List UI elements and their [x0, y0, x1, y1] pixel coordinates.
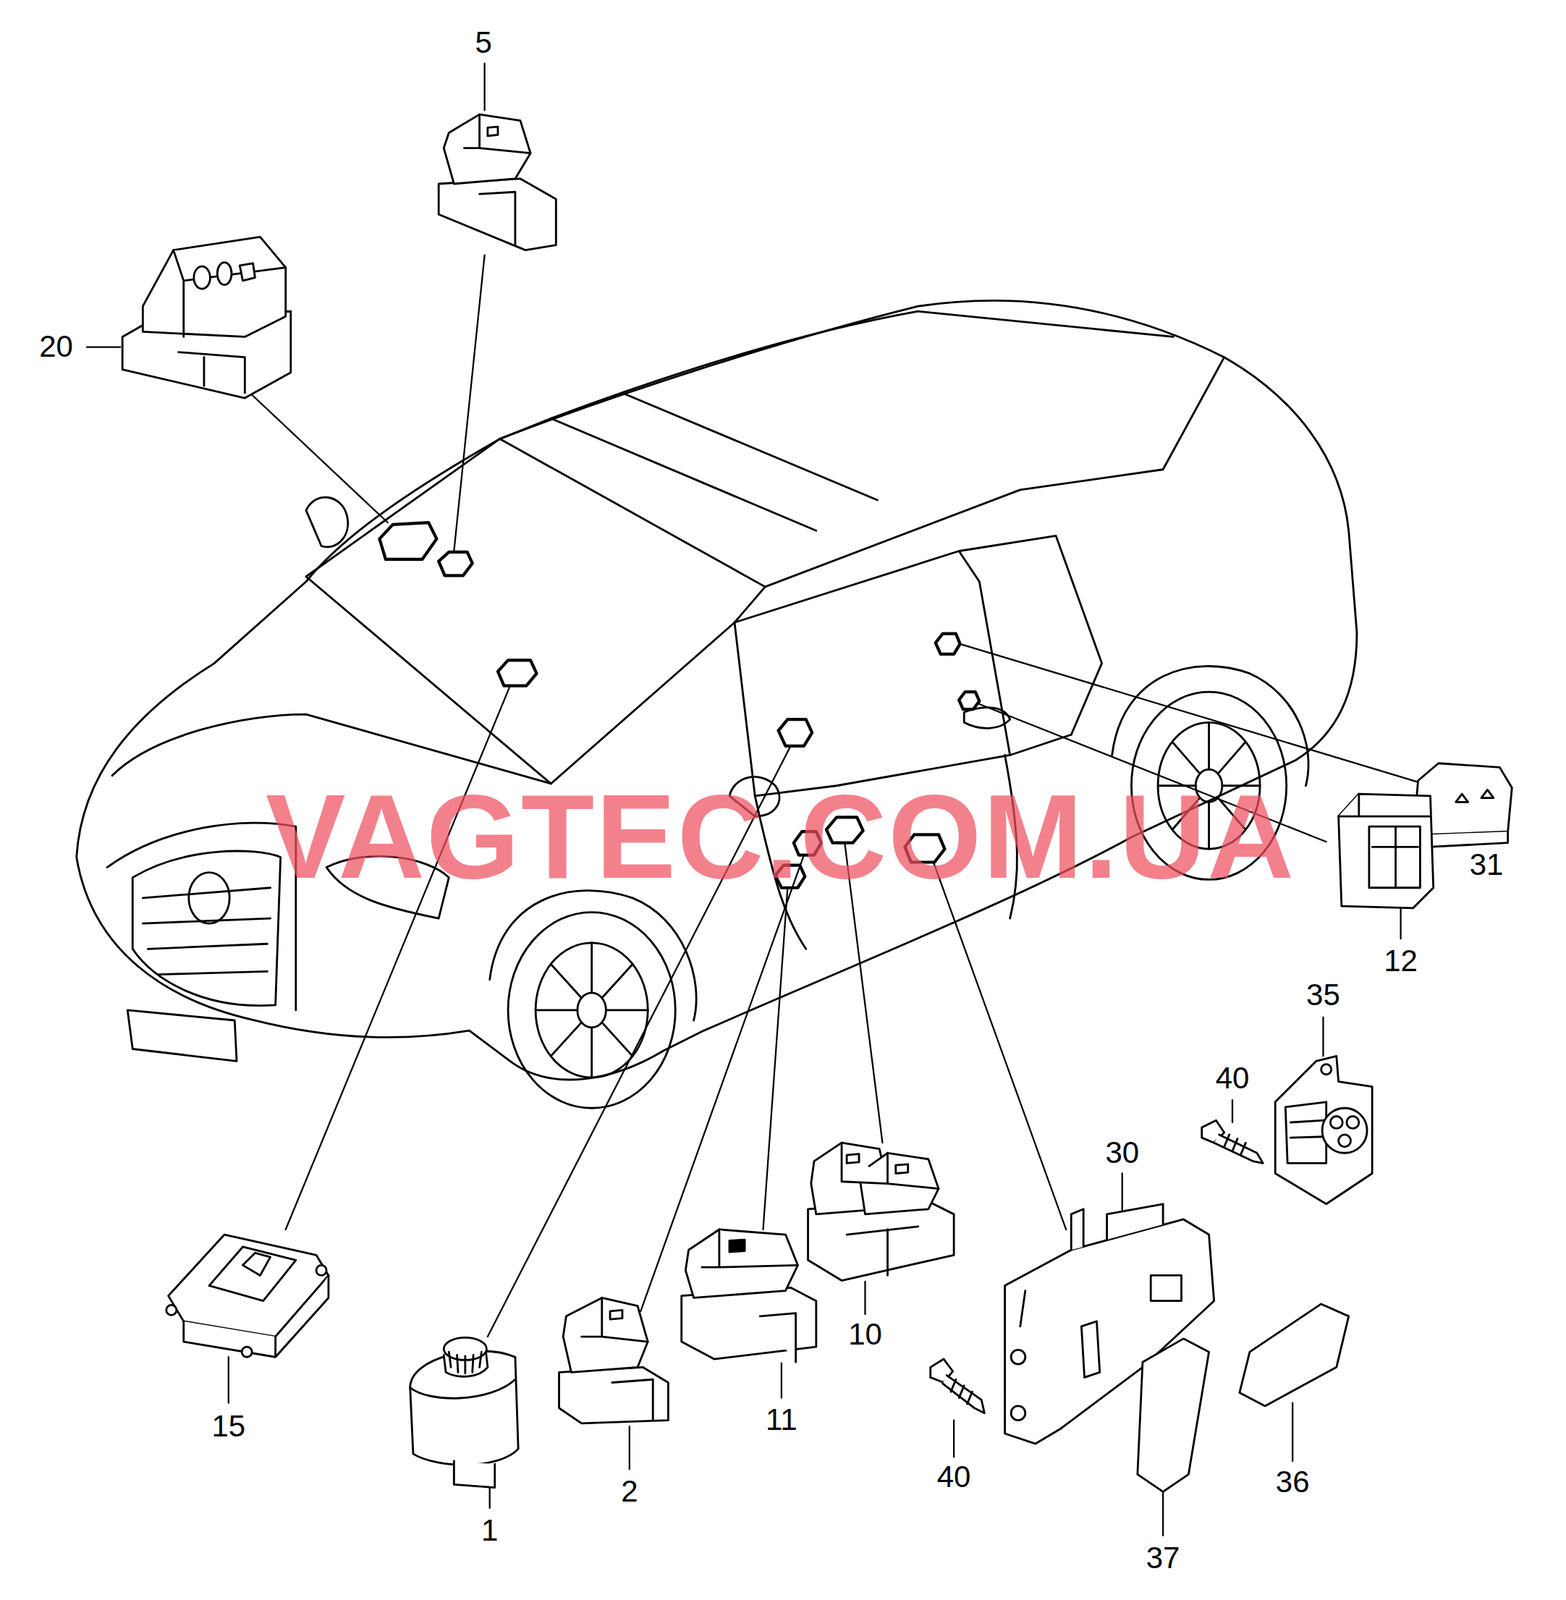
- part-15-switch: [166, 1234, 329, 1357]
- callout-number: 37: [1146, 1542, 1181, 1574]
- callout-number: 2: [620, 1476, 638, 1507]
- callout-number: 20: [39, 331, 74, 362]
- part-11-switch: [681, 1229, 817, 1362]
- callout-number: 1: [481, 1515, 498, 1546]
- callout-number: 40: [937, 1461, 972, 1493]
- part-12-switch: [1338, 793, 1434, 909]
- part-5-switch: [438, 114, 556, 250]
- part-10-switch: [808, 1142, 955, 1281]
- callout-number: 35: [1306, 979, 1341, 1011]
- switch-parts: [122, 114, 1512, 1492]
- callout-number: 10: [848, 1319, 883, 1350]
- callout-number: 12: [1383, 945, 1418, 977]
- screw: [1201, 1120, 1264, 1163]
- leader-lines: [86, 63, 1487, 1536]
- watermark: VAGTEC.COM.UA: [265, 776, 1296, 897]
- callout-number: 5: [475, 27, 493, 58]
- screw: [930, 1359, 985, 1414]
- part-1-mirror-switch: [410, 1337, 519, 1488]
- part-2-switch: [559, 1297, 669, 1423]
- part-35-switch: [1275, 1055, 1373, 1204]
- part-36-cap: [1239, 1304, 1349, 1407]
- car-body: [76, 300, 1357, 1108]
- callout-number: 15: [211, 1411, 246, 1442]
- callout-number: 36: [1275, 1466, 1310, 1498]
- callout-number: 31: [1469, 849, 1504, 880]
- part-20-switch: [122, 236, 291, 399]
- callout-number: 30: [1105, 1137, 1140, 1168]
- part-37-cap: [1137, 1338, 1210, 1492]
- callout-number: 11: [765, 1404, 798, 1436]
- callout-number: 40: [1215, 1063, 1250, 1094]
